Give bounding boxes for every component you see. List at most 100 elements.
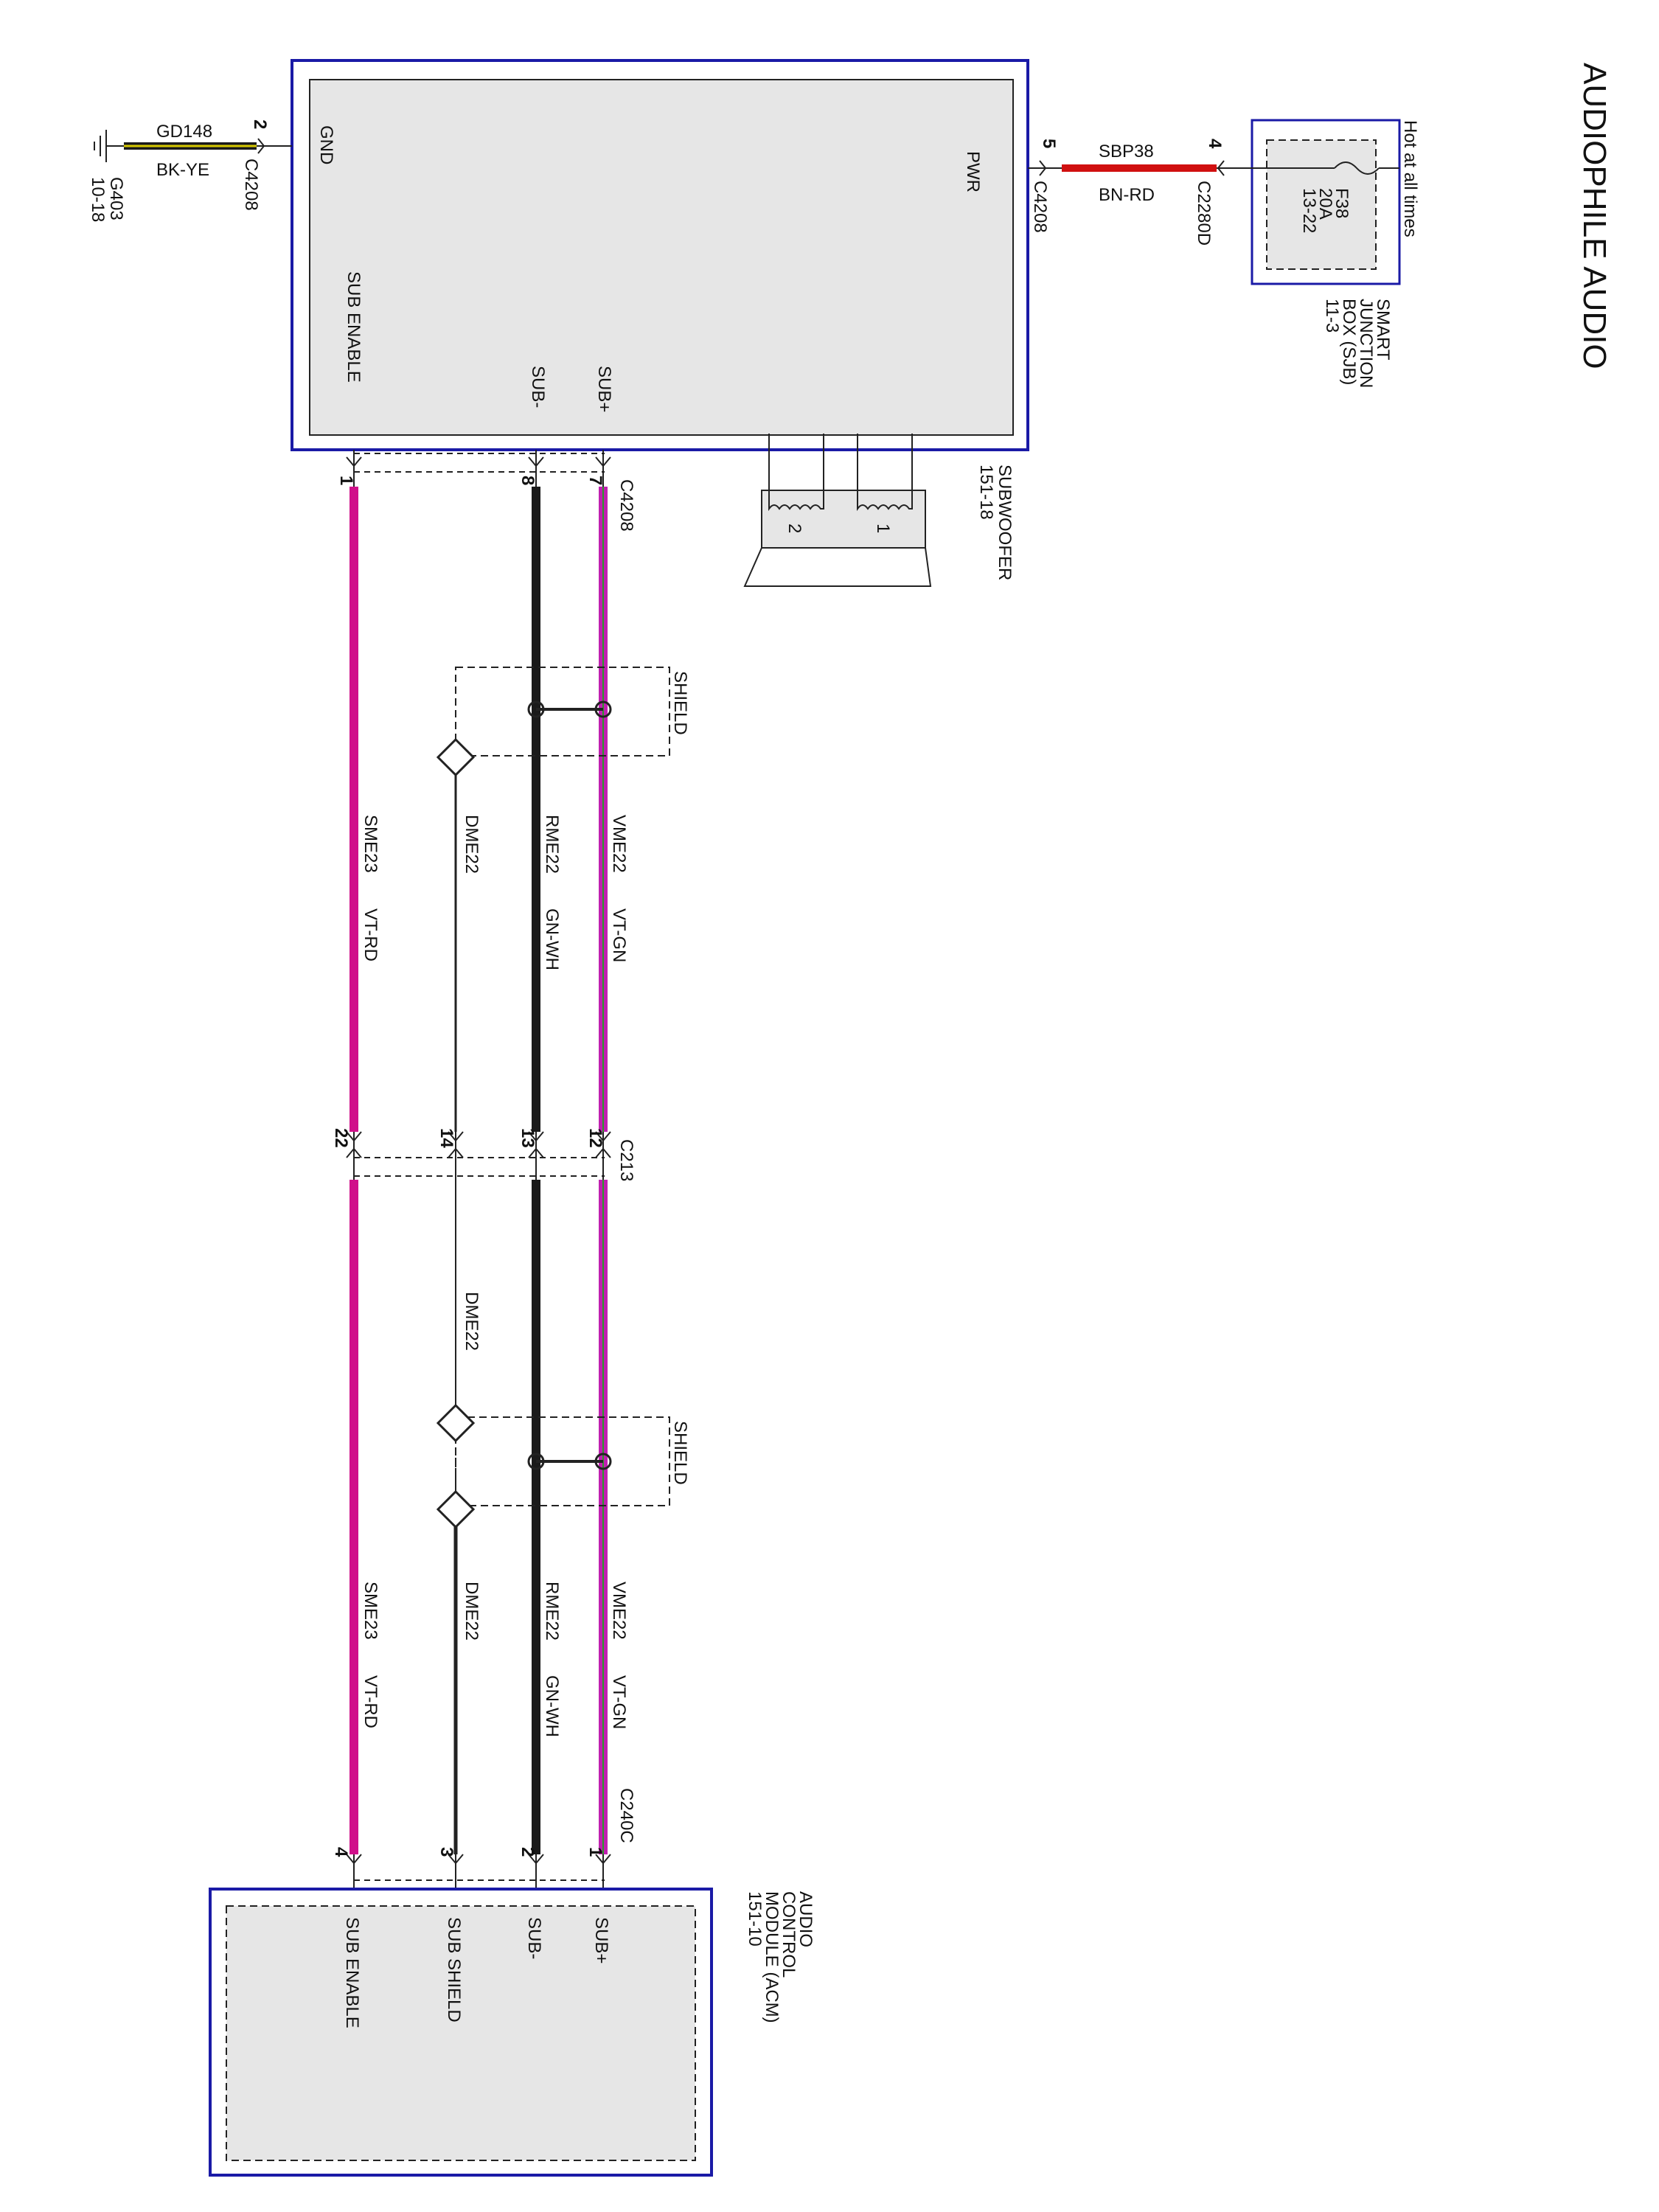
c213-pin-12: 12 [585,1128,605,1148]
acm-box-inner [226,1905,696,2161]
coil-number-1: 1 [873,524,893,533]
upper-vt-gn-label: VT-GN [609,908,629,962]
power-circuit: 5 C4208 SBP38 BN-RD 4 C2280D [1028,139,1231,246]
c240c-pin-3: 3 [437,1847,456,1857]
acm-name-line1: AUDIO [796,1891,815,1947]
upper-wire-harness [349,450,608,1132]
power-connector-sjb: C2280D [1194,181,1214,246]
power-wire-bn-rd [1062,164,1217,172]
shield-lower-diamond-bottom-icon [436,1489,476,1529]
ground-symbol-icon [94,130,124,162]
gnd-pin-label: GND [316,125,336,164]
lower-dme22-label: DME22 [462,1582,481,1641]
acm-sub-enable-label: SUB ENABLE [342,1917,362,2028]
subwoofer-ref: 151-18 [976,465,996,520]
speaker-coil-box [761,490,926,549]
shield-lower-outline [455,1416,670,1506]
ground-circuit-label: GD148 [156,122,212,142]
shield-upper: SHIELD [436,667,690,777]
lower-vme22-label: VME22 [609,1582,629,1640]
smart-junction-box: F38 20A 13-22 Hot at all times SMART JUN… [1231,119,1420,388]
sub-enable-pin-label: SUB ENABLE [344,271,364,383]
fuse-rating: 20A [1315,188,1335,220]
speaker-symbol: 1 2 [743,434,932,587]
c213-pin-22: 22 [331,1128,351,1148]
acm-sub-plus-label: SUB+ [591,1917,611,1964]
c213-label: C213 [616,1139,636,1181]
upper-vt-rd-label: VT-RD [361,908,380,961]
subwoofer-box-inner [309,79,1014,436]
upper-sme23-label: SME23 [361,815,380,873]
ground-id-label: G403 [106,177,126,220]
subwoofer-module: GND PWR SUB ENABLE SUB- SUB+ SUBWOOFER 1… [291,59,1029,580]
speaker-cone [743,547,932,587]
lower-vt-gn-label: VT-GN [609,1675,629,1729]
c240c-pin-4: 4 [331,1847,351,1857]
acm-sub-shield-label: SUB SHIELD [444,1917,464,2023]
sub-plus-pin-label: SUB+ [594,366,614,412]
fuse-icon [1334,161,1380,175]
wire-enable-upper [349,487,358,1132]
c213-pin-13: 13 [518,1128,538,1148]
ground-connector-label: C4208 [241,159,261,211]
upper-gn-wh-label: GN-WH [542,908,562,970]
fuse-id: F38 [1332,188,1352,218]
shield-upper-outline [455,667,670,757]
c240c-pin-2: 2 [518,1847,538,1857]
shield-lower-diamond-top-icon [436,1403,476,1443]
ground-ref-label: 10-18 [88,177,108,222]
coil-number-2: 2 [785,524,804,533]
acm-ref: 151-10 [745,1891,765,1947]
mid-dme22-label: DME22 [462,1292,481,1351]
c240c-pin-1: 1 [585,1847,605,1857]
power-wire-color-label: BN-RD [1099,185,1155,205]
wire-sub-minus-lower [532,1180,540,1854]
lower-gn-wh-label: GN-WH [542,1675,562,1737]
acm-name-line2: CONTROL [779,1891,799,1978]
sjb-ref: 11-3 [1322,299,1342,333]
page-title: AUDIOPHILE AUDIO [1576,63,1613,369]
ground-circuit: 2 C4208 GD148 BK-YE G403 10-18 [88,119,292,222]
fuse-ref: 13-22 [1299,188,1319,233]
c4208-pin-8: 8 [518,476,538,485]
upper-dme22-label: DME22 [462,815,481,874]
lower-wire-harness [349,1180,608,1854]
sjb-box-inner [1266,139,1377,270]
acm-sub-minus-label: SUB- [524,1917,544,1959]
c240c-label: C240C [616,1788,636,1843]
pwr-pin-label: PWR [963,151,983,192]
power-pin-sub: 5 [1039,139,1059,148]
connector-c240c: C240C 1 2 3 4 [331,1788,636,1906]
sjb-name-line1: SMART [1373,299,1393,361]
shield-lower: SHIELD [436,1403,690,1529]
power-pin-sjb: 4 [1205,139,1225,149]
lower-rme22-label: RME22 [542,1582,562,1641]
sjb-name-line3: BOX (SJB) [1339,299,1359,385]
c213-pin-14: 14 [437,1128,456,1148]
lower-sme23-label: SME23 [361,1582,380,1640]
connector-c213: C213 12 13 14 22 [331,1128,636,1181]
shield-upper-label: SHIELD [670,671,690,735]
ground-pin-number: 2 [250,119,270,129]
subwoofer-name: SUBWOOFER [995,465,1015,580]
wire-sub-minus-upper [532,487,540,1132]
power-circuit-label: SBP38 [1099,142,1154,161]
lower-vt-rd-label: VT-RD [361,1675,380,1728]
shield-lower-label: SHIELD [670,1421,690,1485]
sub-minus-pin-label: SUB- [528,366,548,408]
hot-at-all-times-label: Hot at all times [1400,120,1420,237]
power-connector-sub: C4208 [1030,181,1050,233]
c4208-label: C4208 [616,479,636,532]
c4208-pin-1: 1 [336,476,356,485]
shield-drain-diamond-icon [436,737,476,777]
c4208-pin-7: 7 [585,476,605,485]
sjb-name-line2: JUNCTION [1356,299,1376,388]
upper-rme22-label: RME22 [542,815,562,874]
acm-name-line3: MODULE (ACM) [762,1891,782,2023]
connector-c4208: C4208 7 8 1 [336,453,636,532]
audio-control-module: SUB+ SUB- SUB SHIELD SUB ENABLE AUDIO CO… [209,1888,815,2177]
upper-vme22-label: VME22 [609,815,629,873]
ground-wire-color-label: BK-YE [156,160,209,180]
wire-enable-lower [349,1180,358,1854]
